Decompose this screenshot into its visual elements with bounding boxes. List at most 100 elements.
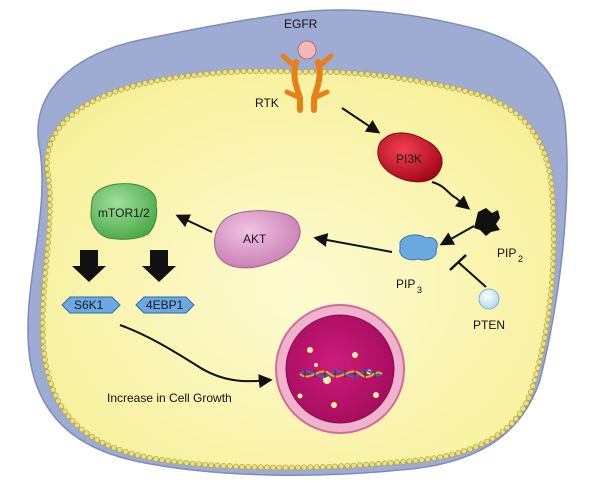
membrane-bead: [356, 462, 363, 469]
membrane-bead: [257, 464, 264, 471]
s6k1-label: S6K1: [74, 298, 104, 312]
membrane-bead: [537, 352, 544, 359]
membrane-bead: [443, 453, 449, 459]
membrane-bead: [550, 229, 557, 236]
membrane-bead: [42, 356, 48, 363]
membrane-bead: [425, 80, 432, 86]
membrane-bead: [528, 388, 534, 395]
membrane-bead: [520, 405, 527, 412]
mtor-to-s6k1-arrow: [72, 250, 106, 282]
membrane-bead: [489, 435, 496, 442]
nucleus: [275, 304, 405, 434]
membrane-bead: [61, 408, 68, 415]
membrane-bead: [39, 319, 46, 326]
membrane-bead: [265, 68, 272, 74]
pi3k-to-pip2-arrow: [431, 181, 471, 210]
membrane-bead: [345, 69, 352, 76]
membrane-bead: [485, 95, 492, 102]
membrane-bead: [88, 433, 95, 440]
membrane-bead: [547, 291, 554, 298]
membrane-bead: [158, 456, 165, 463]
membrane-bead: [69, 418, 76, 424]
membrane-bead: [52, 130, 59, 137]
membrane-bead: [40, 307, 46, 314]
membrane-bead: [531, 377, 538, 383]
membrane-bead: [47, 141, 53, 148]
membrane-bead: [259, 68, 266, 74]
akt-to-mtor-arrow: [175, 214, 213, 233]
pten-protein: [478, 288, 500, 310]
membrane-bead: [41, 276, 48, 283]
membrane-bead: [44, 165, 51, 172]
membrane-bead: [450, 85, 456, 91]
membrane-bead: [40, 344, 47, 351]
membrane-bead: [512, 110, 519, 117]
membrane-bead: [276, 464, 283, 471]
membrane-bead: [208, 462, 215, 468]
pip2-molecule: [474, 208, 500, 236]
egfr-label: EGFR: [284, 17, 318, 31]
membrane-bead: [118, 86, 125, 93]
membrane-bead: [383, 73, 389, 80]
membrane-bead: [271, 68, 278, 74]
membrane-bead: [307, 464, 314, 471]
membrane-bead: [45, 172, 51, 178]
membrane-bead: [234, 68, 241, 75]
membrane-bead: [370, 72, 377, 78]
membrane-bead: [209, 70, 216, 77]
pip3-molecule: [399, 234, 438, 261]
membrane-bead: [282, 464, 289, 471]
membrane-bead: [468, 89, 475, 96]
membrane-bead: [308, 68, 315, 75]
membrane-bead: [467, 446, 473, 453]
membrane-bead: [327, 69, 334, 75]
membrane-bead: [146, 454, 153, 461]
membrane-bead: [437, 454, 443, 461]
s6k1-to-nucleus-arrow: [119, 324, 273, 389]
pi3k-label: PI3K: [396, 152, 422, 166]
membrane-bead: [462, 88, 469, 94]
pip3-to-akt-arrow: [313, 233, 393, 253]
membrane-bead: [350, 462, 357, 469]
membrane-bead: [444, 83, 450, 90]
membrane-bead: [40, 338, 46, 345]
membrane-bead: [545, 310, 552, 317]
membrane-bead: [203, 70, 210, 77]
membrane-bead: [42, 264, 49, 270]
membrane-bead: [296, 69, 303, 75]
membrane-bead: [541, 150, 548, 157]
membrane-bead: [550, 223, 557, 230]
membrane-bead: [233, 463, 239, 470]
membrane-bead: [47, 196, 53, 202]
membrane-bead: [484, 438, 490, 445]
membrane-bead: [214, 462, 221, 469]
membrane-bead: [326, 463, 332, 470]
membrane-bead: [332, 463, 338, 470]
membrane-bead: [376, 72, 383, 79]
membrane-bead: [45, 147, 52, 154]
membrane-bead: [220, 462, 227, 469]
membrane-bead: [546, 168, 553, 174]
membrane-bead: [288, 464, 295, 471]
membrane-bead: [540, 340, 547, 347]
membrane-bead: [226, 463, 233, 470]
membrane-bead: [166, 75, 173, 82]
membrane-bead: [517, 114, 524, 121]
membrane-bead: [548, 285, 555, 292]
membrane-bead: [516, 410, 523, 417]
membrane-bead: [41, 350, 48, 357]
membrane-bead: [142, 80, 149, 86]
membrane-bead: [44, 251, 50, 258]
membrane-bead: [46, 189, 53, 196]
membrane-bead: [245, 464, 252, 470]
membrane-bead: [536, 138, 543, 145]
membrane-bead: [112, 88, 119, 95]
membrane-bead: [413, 77, 420, 84]
membrane-bead: [491, 97, 498, 104]
membrane-bead: [394, 459, 400, 466]
membrane-bead: [530, 382, 536, 389]
membrane-bead: [542, 328, 549, 335]
membrane-bead: [539, 144, 545, 151]
membrane-bead: [363, 461, 369, 468]
